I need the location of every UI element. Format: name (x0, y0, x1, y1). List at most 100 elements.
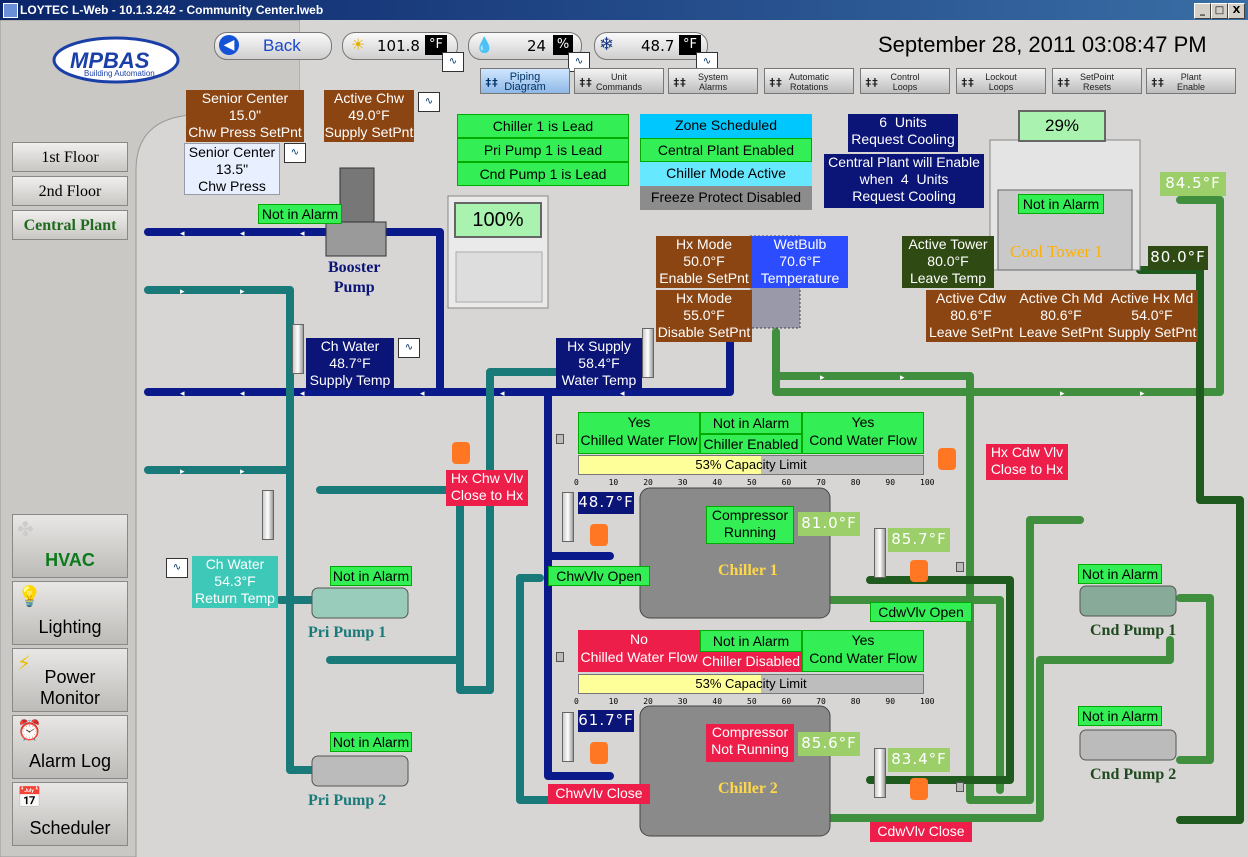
toolbar-button-piping-diagram[interactable]: ‡‡Piping Diagram (480, 68, 570, 94)
chiller2-chw-valve-icon[interactable] (590, 742, 608, 764)
scale-tick: 90 (885, 478, 896, 487)
pri-pump2-label: Pri Pump 2 (308, 792, 387, 809)
chiller2-compressor: Compressor Not Running (706, 724, 794, 762)
datetime: September 28, 2011 03:08:47 PM (878, 32, 1207, 57)
hx-chw-valve-icon[interactable] (452, 442, 470, 464)
chiller2-cdw-temp: 83.4°F (888, 748, 950, 772)
trend-icon[interactable]: ∿ (166, 558, 188, 578)
ch-water-supply-temp: Ch Water 48.7°F Supply Temp (306, 338, 394, 390)
close-button[interactable]: X (1228, 3, 1245, 19)
outdoor-temp-readout: ☀ 101.8 °F (342, 32, 458, 60)
minimize-button[interactable]: _ (1194, 3, 1211, 19)
app-icon (3, 3, 18, 18)
wetbulb-temp: WetBulb 70.6°F Temperature (752, 236, 848, 288)
window-titlebar: LOYTEC L-Web - 10.1.3.242 - Community Ce… (0, 0, 1248, 20)
toolbar-button-plant-enable[interactable]: ‡‡Plant Enable (1146, 68, 1236, 94)
trend-icon[interactable]: ∿ (418, 92, 440, 112)
menu-lighting-label: Lighting (38, 617, 102, 637)
chiller2-enabled: Chiller Disabled (700, 652, 802, 672)
toolbar-button-setpoint-resets[interactable]: ‡‡ SetPoint Resets (1052, 68, 1142, 94)
chiller1-chw-valve-icon[interactable] (590, 524, 608, 546)
chw-supply-pipe (144, 228, 734, 780)
svg-text:◂: ◂ (620, 389, 625, 399)
snowflake-icon: ❄ (599, 34, 615, 55)
toolbar-label: Control Loops (890, 72, 920, 92)
toolbar-button-control-loops[interactable]: ‡‡Control Loops (860, 68, 950, 94)
chiller2-capacity-text: 53% Capacity Limit (695, 676, 807, 691)
toolbar-button-lockout-loops[interactable]: ‡‡Lockout Loops (956, 68, 1046, 94)
booster-alarm: Not in Alarm (258, 204, 342, 224)
calendar-icon: 📅 (17, 785, 42, 809)
maximize-button[interactable]: □ (1211, 3, 1228, 19)
hx-enable-setpoint: Hx Mode 50.0°F Enable SetPnt (656, 236, 752, 288)
toolbar-glyph-icon: ‡‡ (673, 76, 687, 89)
svg-text:◂: ◂ (180, 389, 185, 399)
toolbar-button-automatic-rotations[interactable]: ‡‡Automatic Rotations (764, 68, 854, 94)
senior-center-press: Senior Center 13.5" Chw Press (184, 143, 280, 195)
active-cdw-setpoint: Active Cdw 80.6°F Leave SetPnt (926, 290, 1016, 342)
scale-tick: 90 (885, 697, 896, 706)
thermometer-icon (562, 712, 574, 762)
menu-lighting[interactable]: 💡 Lighting (12, 581, 128, 645)
plant-enable-when: Central Plant will Enable when 4 Units R… (824, 154, 984, 208)
menu-scheduler[interactable]: 📅 Scheduler (12, 782, 128, 846)
trend-icon[interactable]: ∿ (442, 52, 464, 72)
toolbar-label: Automatic Rotations (788, 72, 830, 92)
active-tower-temp: Active Tower 80.0°F Leave Temp (902, 236, 994, 288)
toolbar-glyph-icon: ‡‡ (485, 76, 499, 89)
svg-text:▸: ▸ (1060, 389, 1065, 399)
toolbar-button-unit-commands[interactable]: ‡‡Unit Commands (574, 68, 664, 94)
chiller-mode: Chiller Mode Active (640, 162, 812, 186)
toolbar-button-system-alarms[interactable]: ‡‡System Alarms (668, 68, 758, 94)
brand-tagline: Building Automation (84, 69, 155, 78)
nav-2nd-floor[interactable]: 2nd Floor (12, 176, 128, 206)
chiller1-cdw-temp: 85.7°F (888, 528, 950, 552)
chiller1-cdw-valve-icon[interactable] (910, 560, 928, 582)
pri-pump1-label: Pri Pump 1 (308, 624, 387, 641)
toolbar-label: SetPoint Resets (1079, 72, 1115, 92)
chw-return-pipe (144, 286, 564, 804)
nav-central-plant[interactable]: Central Plant (12, 210, 128, 240)
cnd-pump2-label: Cnd Pump 2 (1090, 766, 1177, 783)
sun-icon: ☀ (351, 35, 366, 54)
thermometer-icon (642, 328, 654, 378)
booster-pump-label: Booster Pump (328, 259, 381, 296)
trend-icon[interactable]: ∿ (398, 338, 420, 358)
chiller1-lead: Chiller 1 is Lead (457, 114, 629, 138)
scale-tick: 50 (747, 478, 757, 487)
chiller2-chw-valve: ChwVlv Close (548, 784, 650, 804)
nav-1st-floor[interactable]: 1st Floor (12, 142, 128, 172)
svg-text:◂: ◂ (180, 229, 185, 239)
chiller1-cdw-valve: CdwVlv Open (870, 602, 972, 622)
menu-power-monitor[interactable]: ⚡ Power Monitor (12, 648, 128, 712)
scale-tick: 70 (816, 478, 826, 487)
thermometer-icon (874, 748, 886, 798)
tower-percent: 29% (1018, 110, 1106, 142)
thermometer-icon (874, 528, 886, 578)
scale-tick: 30 (677, 697, 688, 706)
svg-text:▸: ▸ (240, 287, 245, 297)
back-button[interactable]: ◀ Back (214, 32, 332, 60)
hx-cdw-valve-icon[interactable] (938, 448, 956, 470)
scale-tick: 20 (643, 697, 653, 706)
scale-tick: 40 (712, 697, 723, 706)
chiller1-capacity-bar: 53% Capacity Limit (578, 455, 924, 475)
outdoor-temp-value: 101.8 (377, 37, 420, 55)
menu-hvac[interactable]: ✤ HVAC (12, 514, 128, 578)
capacity-fill (579, 456, 762, 474)
toolbar-glyph-icon: ‡‡ (1057, 76, 1071, 89)
chiller2-cdw-valve-icon[interactable] (910, 778, 928, 800)
switch-icon (956, 782, 964, 792)
pri-pump1-alarm: Not in Alarm (330, 566, 412, 586)
trend-icon[interactable]: ∿ (284, 143, 306, 163)
hx-chw-valve-status: Hx Chw Vlv Close to Hx (446, 470, 528, 506)
ch-water-return-temp: Ch Water 54.3°F Return Temp (192, 556, 278, 608)
svg-text:◂: ◂ (420, 389, 425, 399)
menu-alarm-log[interactable]: ⏰ Alarm Log (12, 715, 128, 779)
trend-icon[interactable]: ∿ (696, 52, 718, 72)
capacity-fill (579, 675, 762, 693)
zone-scheduled: Zone Scheduled (640, 114, 812, 138)
lightbulb-icon: 💡 (17, 584, 42, 608)
active-chw-setpoint: Active Chw 49.0°F Supply SetPnt (324, 90, 414, 142)
